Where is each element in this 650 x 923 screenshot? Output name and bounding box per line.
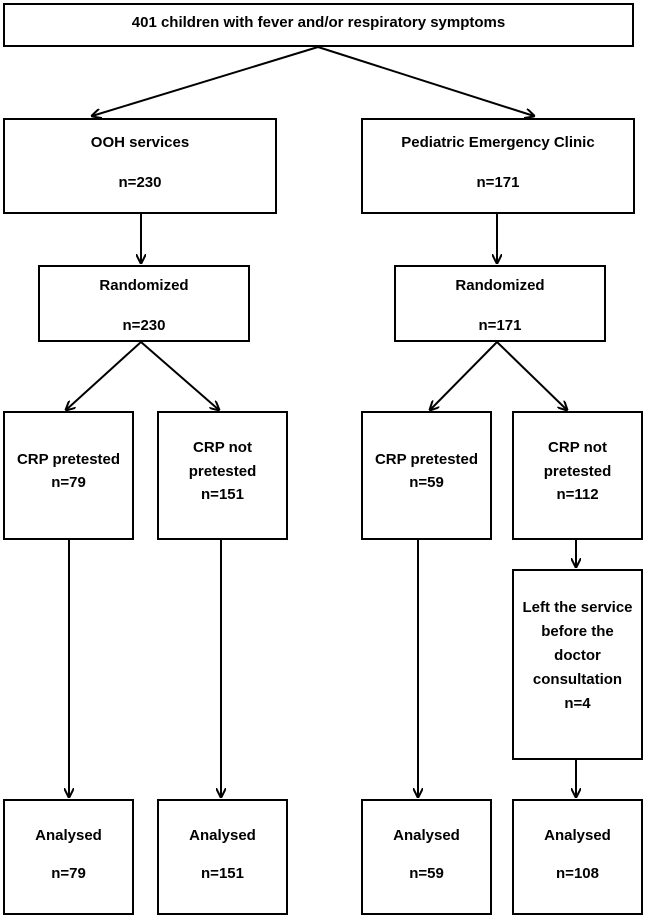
analysed-right-pretested-box: Analysed n=59: [361, 799, 492, 915]
top-label: 401 children with fever and/or respirato…: [131, 14, 506, 31]
analysed-left-not-pretested-box: Analysed n=151: [157, 799, 288, 915]
crp-not-pretested-right-n: n=112: [556, 486, 599, 503]
arrow-randomized-right-to-pretested: [430, 341, 498, 410]
pec-n: n=171: [476, 174, 520, 191]
pediatric-emergency-clinic-box: Pediatric Emergency Clinic n=171: [361, 118, 635, 214]
pec-title: Pediatric Emergency Clinic: [401, 134, 595, 151]
ooh-services-n: n=230: [118, 174, 162, 191]
crp-not-pretested-left-n: n=151: [201, 486, 244, 503]
crp-not-pretested-left-box: CRP not pretested n=151: [157, 411, 288, 540]
crp-pretested-left-n: n=79: [51, 474, 86, 491]
crp-not-pretested-left-line1: CRP not: [193, 439, 252, 456]
randomized-left-n: n=230: [122, 317, 166, 334]
left-service-box: Left the service before the doctor consu…: [512, 569, 643, 760]
arrow-randomized-left-to-pretested: [66, 341, 142, 410]
analysed-right-pretested-title: Analysed: [393, 827, 460, 844]
randomized-right-n: n=171: [478, 317, 522, 334]
crp-pretested-right-box: CRP pretested n=59: [361, 411, 492, 540]
crp-not-pretested-left-line2: pretested: [188, 463, 257, 480]
analysed-left-pretested-n: n=79: [51, 865, 86, 882]
analysed-left-not-pretested-n: n=151: [201, 865, 244, 882]
analysed-right-pretested-n: n=59: [409, 865, 444, 882]
analysed-right-not-pretested-box: Analysed n=108: [512, 799, 643, 915]
analysed-left-pretested-box: Analysed n=79: [3, 799, 134, 915]
left-service-line3: doctor: [554, 647, 601, 664]
ooh-services-title: OOH services: [90, 134, 190, 151]
analysed-left-pretested-title: Analysed: [35, 827, 102, 844]
crp-pretested-right-title: CRP pretested: [374, 451, 479, 468]
crp-not-pretested-right-line1: CRP not: [548, 439, 607, 456]
randomized-right-box: Randomized n=171: [394, 265, 606, 342]
crp-pretested-right-n: n=59: [409, 474, 444, 491]
arrow-top-to-pec: [317, 46, 534, 116]
arrow-randomized-right-to-not-pretested: [496, 341, 567, 410]
arrow-top-to-ooh: [92, 46, 319, 116]
top-box: 401 children with fever and/or respirato…: [3, 3, 634, 47]
analysed-left-not-pretested-title: Analysed: [189, 827, 256, 844]
crp-not-pretested-right-line2: pretested: [543, 463, 612, 480]
arrow-randomized-left-to-not-pretested: [140, 341, 219, 410]
crp-not-pretested-right-box: CRP not pretested n=112: [512, 411, 643, 540]
analysed-right-not-pretested-n: n=108: [556, 865, 599, 882]
left-service-line4: consultation: [532, 671, 623, 688]
randomized-left-title: Randomized: [99, 277, 189, 294]
ooh-services-box: OOH services n=230: [3, 118, 277, 214]
randomized-left-box: Randomized n=230: [38, 265, 250, 342]
left-service-line2: before the: [541, 623, 614, 640]
randomized-right-title: Randomized: [455, 277, 545, 294]
left-service-line1: Left the service: [522, 599, 633, 616]
crp-pretested-left-title: CRP pretested: [16, 451, 121, 468]
crp-pretested-left-box: CRP pretested n=79: [3, 411, 134, 540]
left-service-n: n=4: [564, 695, 591, 712]
analysed-right-not-pretested-title: Analysed: [544, 827, 611, 844]
